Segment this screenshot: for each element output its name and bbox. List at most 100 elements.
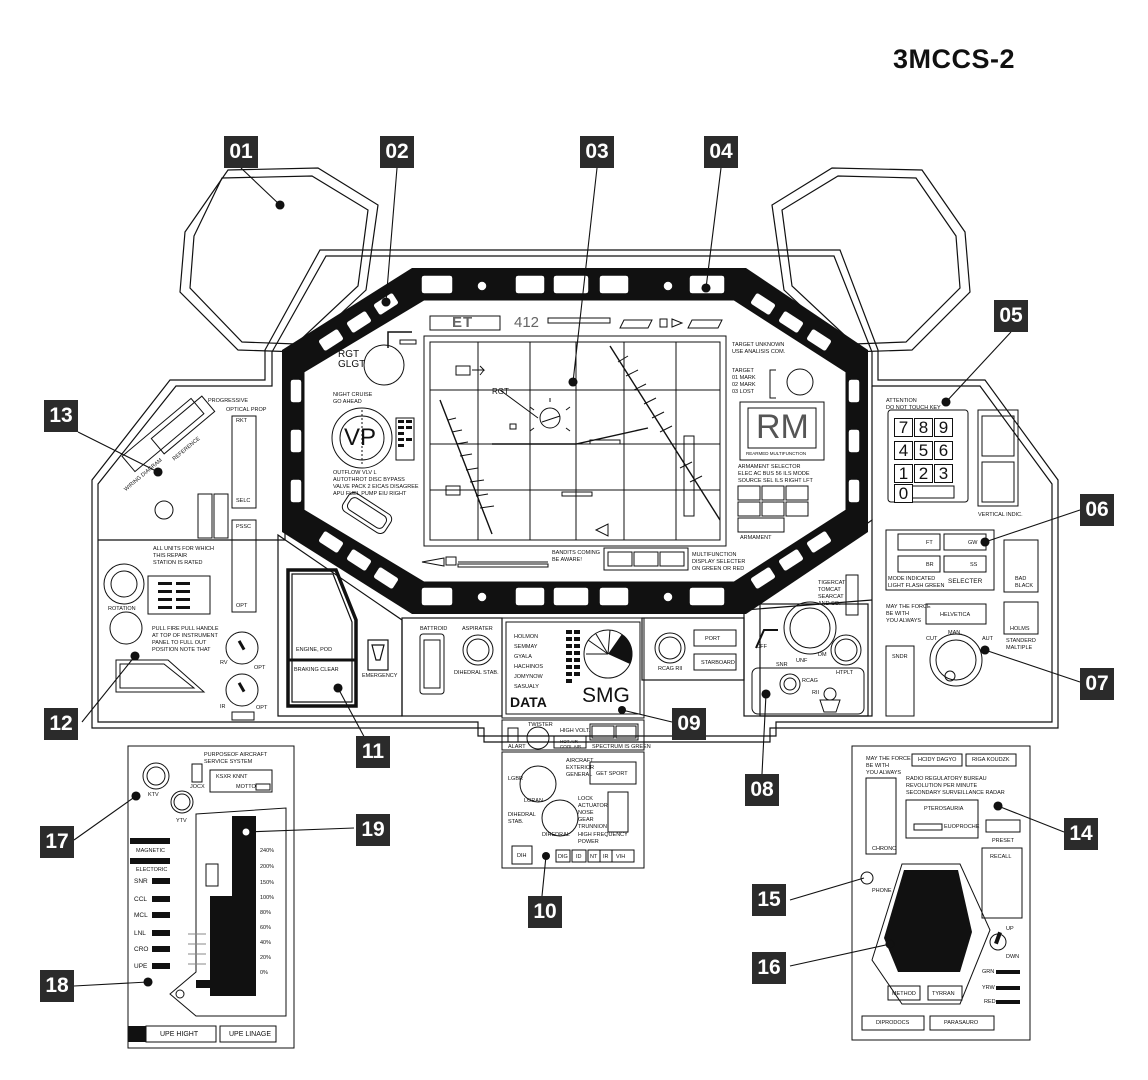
hcidy-button[interactable]: HCIDY DAGYO <box>918 757 957 763</box>
callout-13: 13 <box>44 400 78 432</box>
tigercat-label: TIGERCAT TOMCAT SEARCAT AND SO. <box>818 580 846 607</box>
ft-button[interactable]: FT <box>926 540 933 546</box>
emergency-label[interactable]: EMERGENCY <box>362 673 398 679</box>
sndr-button[interactable]: SNDR <box>892 654 908 660</box>
smg-label: SMG <box>582 684 630 707</box>
jocx-label: JOCX <box>190 784 205 790</box>
bandits-warning: BANDITS COMING BE AWARE! <box>552 550 600 563</box>
vih-button[interactable]: VIH <box>616 854 626 860</box>
data-name-3: GYALA <box>514 654 532 660</box>
grn-label: GRN <box>982 969 995 975</box>
rotation-label: ROTATION <box>108 606 136 612</box>
mode-indicated-label: MODE INDICATED LIGHT FLASH GREEN <box>888 576 945 589</box>
mfd-screen <box>331 315 825 571</box>
ir-button[interactable]: IR <box>603 854 609 860</box>
dig-button[interactable]: DIG <box>558 854 568 860</box>
key-1[interactable]: 1 <box>894 464 913 483</box>
man-label: MAN. <box>948 630 962 636</box>
progressive-label: PROGRESSIVE <box>208 398 249 404</box>
smg-pie <box>583 629 633 679</box>
get-sport-button[interactable]: GET SPORT <box>596 771 628 777</box>
nt-button[interactable]: NT <box>590 854 598 860</box>
armament-label: ARMAMENT <box>740 535 772 541</box>
upe-hight-button[interactable]: UPE HIGHT <box>160 1031 199 1038</box>
night-cruise-label: NIGHT CRUISE GO AHEAD <box>333 392 373 405</box>
data-name-2: SEMMAY <box>514 644 538 650</box>
rcag-label: RCAG <box>802 678 818 684</box>
rv-label: RV <box>220 660 228 666</box>
callout-19: 19 <box>356 814 390 846</box>
key-0[interactable]: 0 <box>894 484 913 503</box>
recall-button[interactable]: RECALL <box>990 854 1012 860</box>
lgbr-label: LGBR <box>508 776 523 782</box>
spectrum-label: SPECTRUM IS GREEN <box>592 744 651 750</box>
key-7[interactable]: 7 <box>894 418 913 437</box>
tyrran-button[interactable]: TYRRAN <box>932 991 955 997</box>
key-2[interactable]: 2 <box>914 464 933 483</box>
data-label: DATA <box>510 694 547 710</box>
br-button[interactable]: BR <box>926 562 934 568</box>
braking-clear-label[interactable]: BRAKING CLEAR <box>294 667 339 673</box>
chrono-label: CHRONO <box>872 846 897 852</box>
scale-40: 40% <box>260 940 272 946</box>
bad-black-button[interactable]: BAD BLACK <box>1015 576 1034 589</box>
target-marks-label: TARGET 01 MARK 02 MARK 03 LOST <box>732 368 756 395</box>
scale-20: 20% <box>260 955 272 961</box>
key-8[interactable]: 8 <box>914 418 933 437</box>
ytv-label: YTV <box>176 818 187 824</box>
holms-button[interactable]: HOLMS <box>1010 626 1030 632</box>
port-button[interactable]: PORT <box>705 636 721 642</box>
helvetica-button[interactable]: HELVETICA <box>940 612 971 618</box>
high-volt-label: HIGH VOLT. <box>560 728 591 734</box>
callout-07: 07 <box>1080 668 1114 700</box>
unf-label: UNF <box>796 658 808 664</box>
row-cro: CRO <box>134 946 149 953</box>
mfd-top-number: 412 <box>514 314 540 331</box>
parasauro-button[interactable]: PARASAURO <box>944 1020 979 1026</box>
key-5[interactable]: 5 <box>914 441 933 460</box>
key-6[interactable]: 6 <box>934 441 953 460</box>
rcag-rii-label: RCAG RII <box>658 666 683 672</box>
hot-air-label: HOT AIR <box>560 739 578 744</box>
callout-17: 17 <box>40 826 74 858</box>
key-9[interactable]: 9 <box>934 418 953 437</box>
outflow-status: OUTFLOW VLV L AUTOTHROT DISC BYPASS VALV… <box>333 470 419 497</box>
dih-button[interactable]: DIH <box>517 853 527 859</box>
radio-regulatory-label: RADIO REGULATORY BUREAU REVOLUTION PER M… <box>906 776 1005 796</box>
engine-pod-label[interactable]: ENGINE, POD <box>296 647 333 653</box>
row-lnl: LNL <box>134 930 146 937</box>
red-label: RED <box>984 999 996 1005</box>
callout-15: 15 <box>752 884 786 916</box>
ksxr-label: KSXR KNNT <box>216 774 248 780</box>
gw-button[interactable]: GW <box>968 540 978 546</box>
optical-prop-label: OPTICAL PROP <box>226 407 267 413</box>
key-4[interactable]: 4 <box>894 441 913 460</box>
callout-05: 05 <box>994 300 1028 332</box>
rgt-glgt-label: RGT GLGT <box>338 349 366 370</box>
upe-linage-button[interactable]: UPE LINAGE <box>229 1031 272 1038</box>
key-3[interactable]: 3 <box>934 464 953 483</box>
id-button[interactable]: ID <box>576 854 582 860</box>
callout-11: 11 <box>356 736 390 768</box>
leader-lines <box>73 167 1081 987</box>
callout-08: 08 <box>745 774 779 806</box>
alart-label: ALART <box>508 744 526 750</box>
method-button[interactable]: METHOD <box>892 991 916 997</box>
dihedral-label: DIHEDRAL <box>542 832 570 838</box>
starboard-button[interactable]: STARBOARD <box>701 660 735 666</box>
target-unknown-label: TARGET UNKNOWN USE ANALISIS COM. <box>732 342 786 355</box>
diprodocs-button[interactable]: DIPRODOCS <box>876 1020 910 1026</box>
motto-label: MOTTO <box>236 784 256 790</box>
riga-button[interactable]: RIGA KOUDZK <box>972 757 1010 763</box>
data-name-5: JOMYNOW <box>514 674 543 680</box>
preset-button[interactable]: PRESET <box>992 838 1015 844</box>
row-mcl: MCL <box>134 912 148 919</box>
scale-240: 240% <box>260 848 275 854</box>
may-force-label: MAY THE FORCE BE WITH YOU ALWAYS <box>886 604 931 624</box>
ss-button[interactable]: SS <box>970 562 978 568</box>
phone-label: PHONE <box>872 888 892 894</box>
high-frequency-label: HIGH FREQUENCY POWER <box>578 832 628 845</box>
selc-label: SELC <box>236 498 251 504</box>
multifunction-label: MULTIFUNCTION DISPLAY SELECTER ON GREEN … <box>692 552 746 572</box>
